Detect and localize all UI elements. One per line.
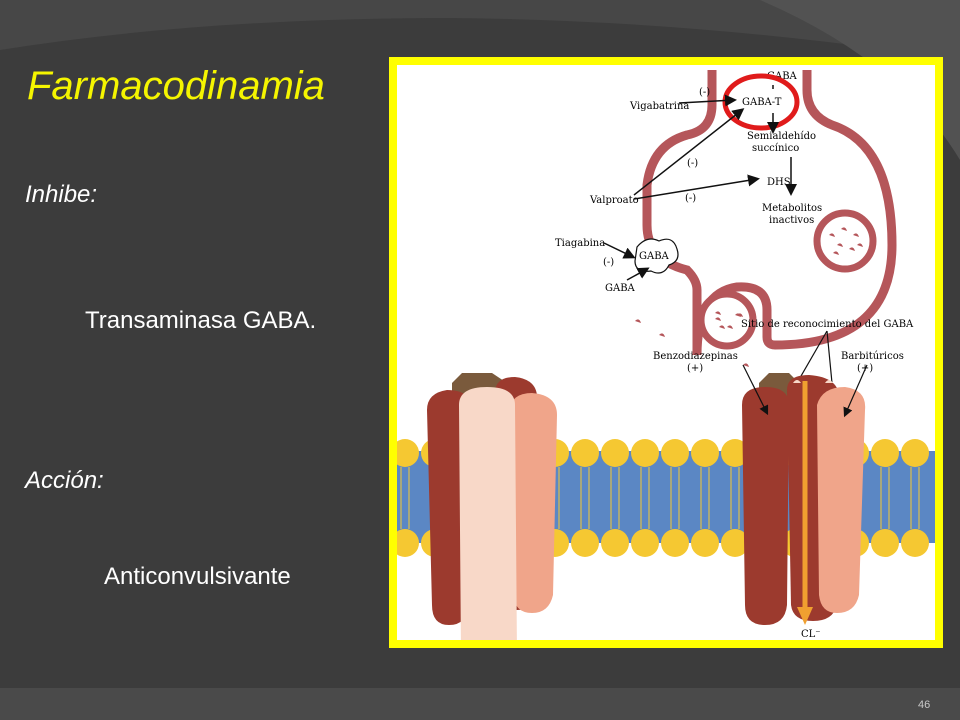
synaptic-vesicle-small [697, 290, 757, 350]
label-barbituricos: Barbitúricos [841, 351, 904, 362]
synaptic-vesicle-large [813, 209, 877, 273]
lipid-head [601, 439, 629, 467]
lipid-head [397, 529, 419, 557]
label-benzodiazepinas: Benzodiazepinas [653, 351, 738, 362]
lipid-head [631, 439, 659, 467]
label-chloride: CL⁻ [801, 629, 821, 640]
label-inactivos: inactivos [769, 215, 814, 226]
lipid-head [901, 529, 929, 557]
label-inhib-4: (-) [603, 257, 614, 268]
arrow-barb [843, 364, 868, 418]
arrow-vigabatrina [678, 94, 737, 107]
inhibe-label: Inhibe: [25, 181, 98, 208]
label-inhib-3: (-) [685, 193, 696, 204]
arrow-valproato-gaba-t [633, 108, 745, 196]
label-gaba-top: GABA [767, 71, 798, 82]
label-valproato: Valproato [589, 195, 639, 206]
large-vesicle-dots [829, 227, 863, 255]
label-inhib-2: (-) [687, 158, 698, 169]
released-gaba [635, 313, 783, 367]
label-vigabatrina: Vigabatrina [629, 101, 689, 112]
lipid-head [661, 439, 689, 467]
line-sitio-2 [826, 330, 833, 384]
arrow-tiagabina [603, 242, 636, 259]
label-inhib-1: (-) [699, 87, 710, 98]
lipid-head [571, 529, 599, 557]
accion-label: Acción: [25, 467, 104, 494]
inhibe-value: Transaminasa GABA. [85, 307, 317, 334]
lipid-head [871, 439, 899, 467]
label-semialdehido: Semialdehído [747, 131, 816, 142]
gaba-synapse-diagram: GABA GABA-T Semialdehído succínico DHS M… [397, 65, 935, 640]
arrow-valproato-dhs [633, 174, 760, 200]
lipid-head [661, 529, 689, 557]
gaba-receptor-right: CL⁻ [742, 364, 868, 640]
arrow-benzo [742, 364, 769, 416]
presynaptic-terminal [642, 70, 897, 356]
label-tiagabina: Tiagabina [555, 238, 605, 249]
lipid-head [871, 529, 899, 557]
arrow-gaba-reuptake [626, 267, 650, 281]
label-succinico: succínico [752, 143, 799, 154]
lipid-head [691, 439, 719, 467]
label-gaba-bottom: GABA [605, 283, 636, 294]
figure-frame: GABA GABA-T Semialdehído succínico DHS M… [389, 57, 943, 648]
label-gaba-t: GABA-T [742, 97, 782, 108]
label-sitio: Sitio de reconocimiento del GABA [741, 319, 914, 330]
lipid-head [901, 439, 929, 467]
label-plus-benzo: (+) [687, 363, 703, 374]
accion-value: Anticonvulsivante [104, 563, 291, 590]
label-metabolitos: Metabolitos [762, 203, 822, 214]
synapse-svg: GABA GABA-T Semialdehído succínico DHS M… [397, 70, 935, 640]
line-sitio-1 [796, 330, 828, 384]
slide-footer-bar [0, 688, 960, 720]
lipid-head [721, 439, 749, 467]
page-number: 46 [918, 699, 931, 711]
lipid-head [571, 439, 599, 467]
gaba-receptor-left [427, 373, 557, 640]
label-gaba-vesicle: GABA [639, 251, 670, 262]
label-dhs: DHS [767, 177, 791, 188]
lipid-head [691, 529, 719, 557]
lipid-head [631, 529, 659, 557]
lipid-head [721, 529, 749, 557]
lipid-head [601, 529, 629, 557]
lipid-head [397, 439, 419, 467]
slide-title: Farmacodinamia [27, 64, 325, 108]
